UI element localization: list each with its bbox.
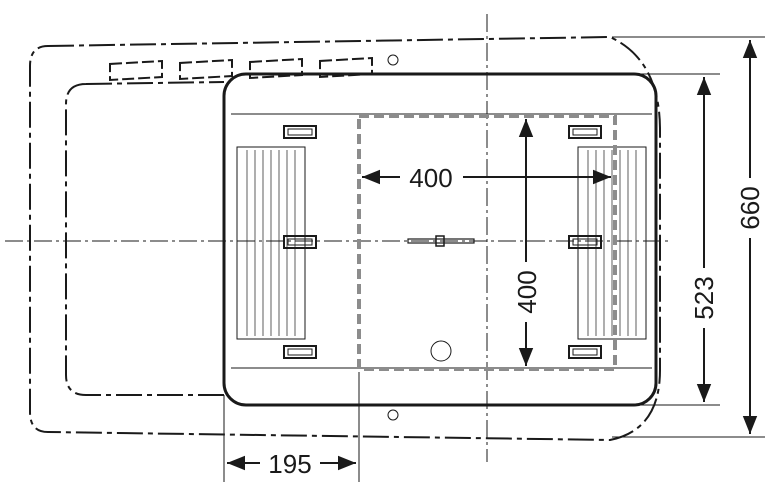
inner-contour-extended: [65, 81, 225, 396]
dim-195-label: 195: [268, 449, 311, 479]
round-opening: [430, 340, 452, 362]
dim-660-label: 660: [735, 186, 765, 229]
center-latch: [407, 235, 475, 247]
left-brackets: [283, 125, 317, 359]
right-brackets: [568, 125, 602, 359]
dim-523-label: 523: [689, 276, 719, 319]
dim-523: 523: [689, 77, 719, 402]
dim-400-vertical: 400: [512, 119, 542, 366]
cutout-area-400: [357, 114, 617, 371]
right-rib-panel: [577, 146, 647, 340]
centerlines: [5, 14, 672, 462]
top-slots: [109, 56, 373, 82]
dim-400-vertical-label: 400: [512, 270, 542, 313]
main-body: [222, 72, 658, 407]
left-rib-panel: [236, 146, 306, 340]
dim-195: 195: [227, 449, 356, 479]
pivot-bottom: [387, 409, 399, 421]
pivot-top: [387, 54, 399, 66]
dim-400-horizontal-label: 400: [409, 163, 452, 193]
dim-660: 660: [735, 40, 765, 434]
outer-contour-extended: [29, 35, 661, 442]
extension-lines: [223, 36, 765, 482]
dim-400-horizontal: 400: [362, 163, 611, 193]
